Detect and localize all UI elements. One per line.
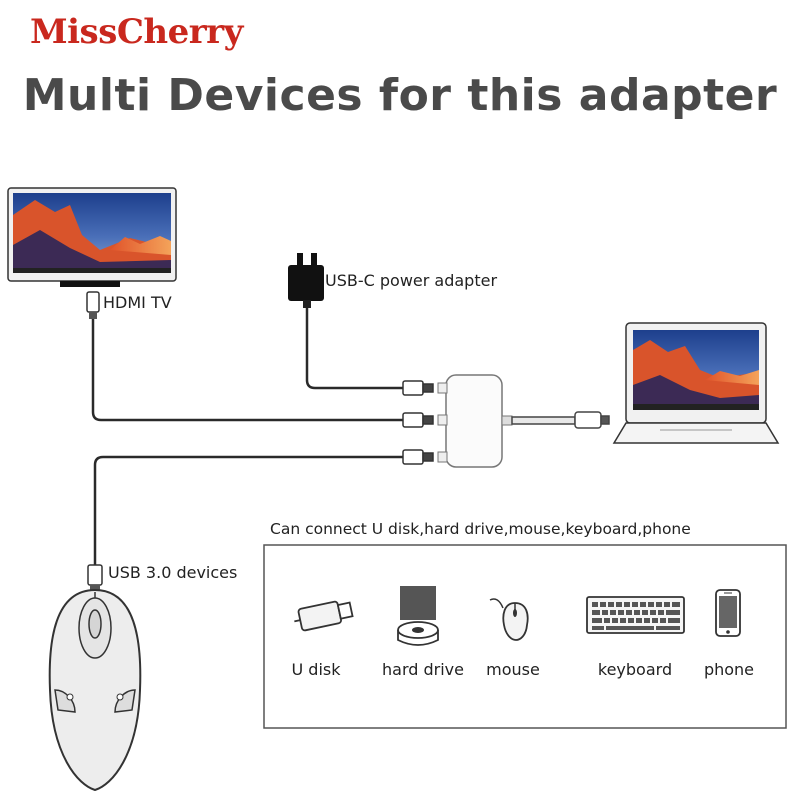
connect-caption: Can connect U disk,hard drive,mouse,keyb… (270, 520, 691, 538)
hard-drive-icon (397, 586, 439, 646)
page-title: Multi Devices for this adapter (22, 70, 778, 121)
usb-cable (93, 455, 403, 565)
device-label-hard-drive: hard drive (382, 660, 464, 679)
usb-drive-icon (294, 600, 354, 632)
phone-icon (715, 589, 741, 637)
device-label-phone: phone (703, 660, 755, 679)
power-adapter-label: USB-C power adapter (325, 271, 498, 290)
usb-plug-icon (87, 564, 103, 593)
mouse-icon (48, 588, 142, 792)
devices-box (263, 544, 787, 729)
hdmi-cable (91, 318, 403, 422)
usb-c-hub-icon (437, 374, 513, 468)
usb-c-connector (511, 411, 610, 429)
small-mouse-icon (489, 598, 529, 641)
device-label-u-disk: U disk (291, 660, 341, 679)
hdmi-tv-label: HDMI TV (103, 293, 172, 312)
adapter-plugs (402, 380, 434, 465)
device-label-mouse: mouse (486, 660, 540, 679)
power-adapter-icon (288, 253, 324, 308)
device-label-keyboard: keyboard (597, 660, 673, 679)
brand-logo: MissCherry (30, 12, 243, 52)
keyboard-icon (586, 596, 685, 634)
usb-devices-label: USB 3.0 devices (108, 563, 238, 582)
hdmi-tv-icon (7, 187, 177, 319)
power-cable (305, 305, 403, 390)
laptop-icon (612, 322, 780, 444)
